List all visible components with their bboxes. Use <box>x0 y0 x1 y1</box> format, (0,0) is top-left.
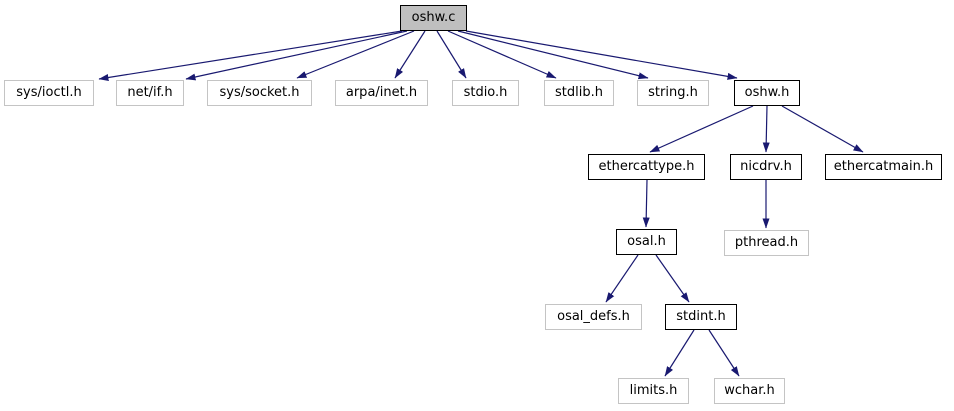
node-ethercattype.h[interactable]: ethercattype.h <box>588 154 705 180</box>
edge-oshw.c-to-oshw.h <box>465 30 738 80</box>
edge-stdint.h-to-wchar.h <box>708 329 740 377</box>
node-sys-ioctl.h: sys/ioctl.h <box>4 80 94 106</box>
node-oshw.h[interactable]: oshw.h <box>734 80 800 106</box>
edge-oshw.c-to-stdlib.h <box>447 30 557 79</box>
node-pthread.h: pthread.h <box>724 230 809 256</box>
edge-stdint.h-to-limits.h <box>664 329 695 377</box>
edge-oshw.h-to-nicdrv.h <box>762 105 770 153</box>
edge-osal.h-to-stdint.h <box>655 254 690 303</box>
node-stdint.h[interactable]: stdint.h <box>665 304 737 330</box>
edge-osal.h-to-osal_defs.h <box>605 254 639 303</box>
node-osal.h[interactable]: osal.h <box>616 229 677 255</box>
node-net-if.h: net/if.h <box>116 80 184 106</box>
node-limits.h: limits.h <box>618 378 689 404</box>
node-osal_defs.h: osal_defs.h <box>545 304 642 330</box>
edge-oshw.c-to-net-if.h <box>185 30 408 81</box>
node-oshw.c: oshw.c <box>400 5 467 31</box>
node-arpa-inet.h: arpa/inet.h <box>335 80 428 106</box>
node-sys-socket.h: sys/socket.h <box>207 80 312 106</box>
edge-oshw.h-to-ethercatmain.h <box>781 105 864 153</box>
node-ethercatmain.h[interactable]: ethercatmain.h <box>825 154 942 180</box>
node-stdlib.h: stdlib.h <box>544 80 614 106</box>
edge-oshw.c-to-arpa-inet.h <box>394 30 426 79</box>
edge-oshw.c-to-stdio.h <box>436 30 467 79</box>
edge-oshw.c-to-sys-socket.h <box>296 30 415 79</box>
node-wchar.h: wchar.h <box>714 378 785 404</box>
edge-oshw.h-to-ethercattype.h <box>649 105 754 153</box>
edge-ethercattype.h-to-osal.h <box>642 179 650 228</box>
edge-oshw.c-to-sys-ioctl.h <box>98 30 403 81</box>
node-stdio.h: stdio.h <box>452 80 519 106</box>
edge-oshw.c-to-string.h <box>457 30 649 80</box>
node-nicdrv.h[interactable]: nicdrv.h <box>730 154 802 180</box>
node-string.h: string.h <box>637 80 709 106</box>
